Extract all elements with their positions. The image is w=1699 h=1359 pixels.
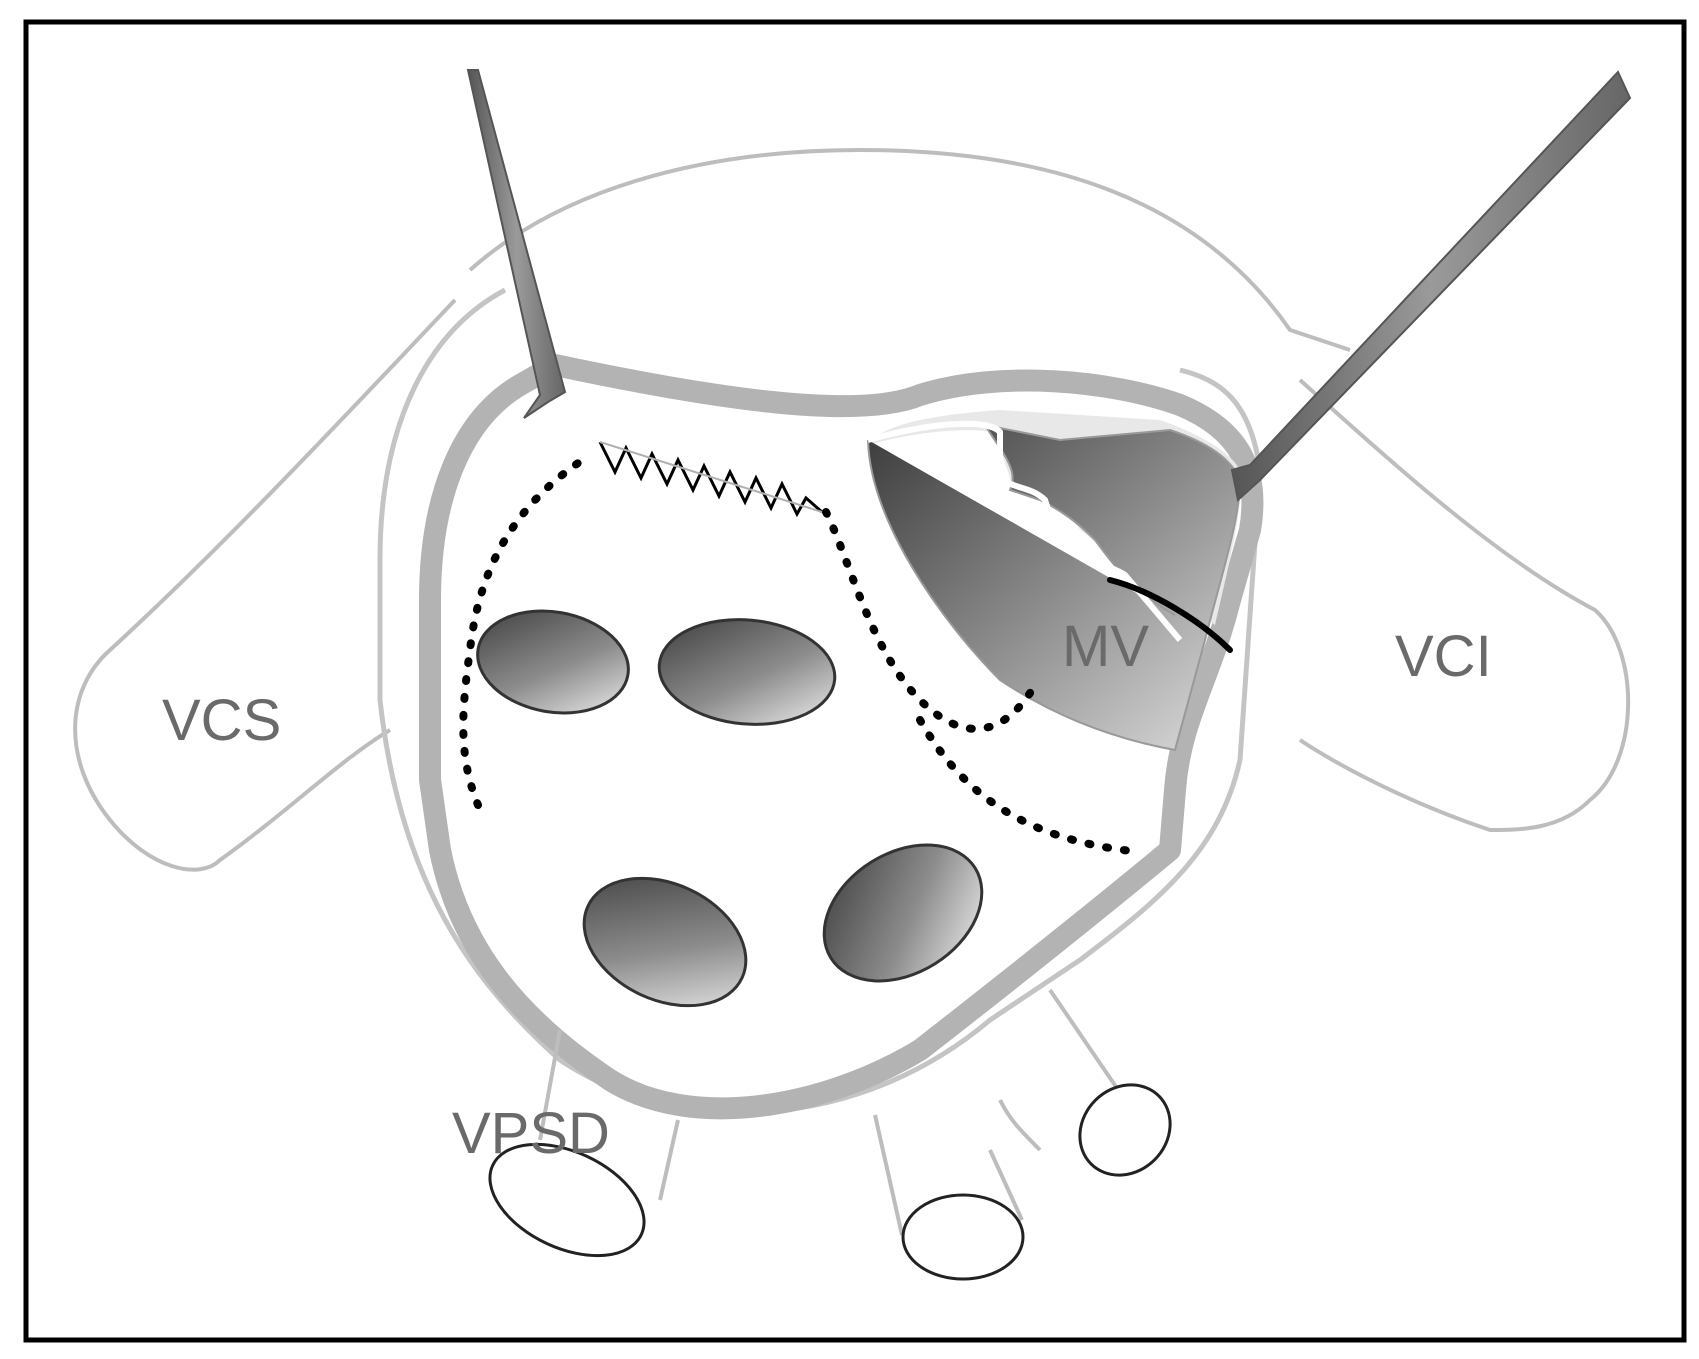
- dotted-incision: [822, 508, 1036, 733]
- retractor-left: [466, 69, 567, 419]
- heart-outline: [468, 147, 1351, 352]
- vein-ostium-lower: [901, 1193, 1025, 1281]
- vci-vessel: [1298, 378, 1631, 833]
- vein-ostium: [822, 843, 984, 983]
- suture-zigzag: [598, 441, 823, 518]
- vein-ostium-lower: [488, 1142, 646, 1258]
- mv-cleft-line: [1107, 577, 1233, 653]
- suture-line: [599, 441, 823, 513]
- vcs-vessel: [73, 298, 457, 872]
- lower-vein-right: [998, 988, 1127, 1152]
- vein-ostium: [657, 618, 837, 726]
- vein-ostium: [476, 609, 630, 715]
- vein-ostium-lower: [1078, 1083, 1172, 1177]
- label-vci: VCI: [1395, 624, 1492, 689]
- lower-vein-left: [538, 1029, 680, 1201]
- lower-vein-center: [873, 1114, 1024, 1236]
- dotted-incision: [459, 451, 594, 809]
- label-mv: MV: [1062, 614, 1149, 679]
- vein-ostium: [582, 876, 748, 1008]
- retractor-right: [1230, 70, 1632, 502]
- atrial-wall: [419, 354, 1264, 1120]
- label-vcs: VCS: [162, 688, 281, 753]
- label-vpsd: VPSD: [452, 1101, 610, 1166]
